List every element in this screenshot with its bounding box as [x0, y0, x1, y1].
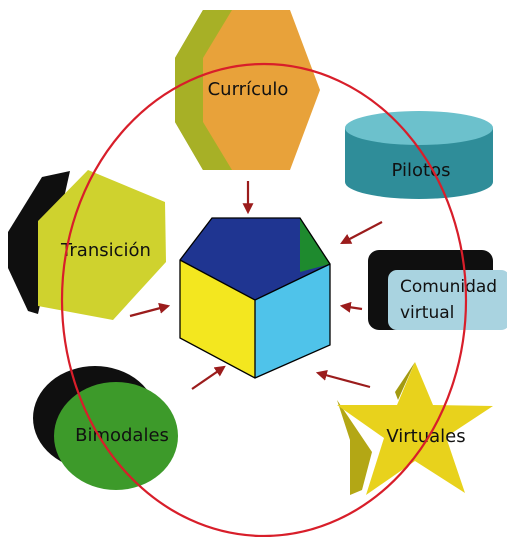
arrow-from-bimodales — [191, 365, 226, 390]
virtuales-star-depth-left — [337, 400, 372, 495]
pilotos-cylinder-body — [345, 128, 493, 199]
curriculo-node: Currículo — [175, 10, 320, 170]
bimodales-label: Bimodales — [75, 425, 169, 446]
transicion-node: Transición — [8, 170, 166, 320]
virtuales-star-depth-top — [395, 362, 415, 400]
center-face-green — [300, 218, 330, 272]
pilotos-label: Pilotos — [392, 160, 451, 181]
enclosing-ellipse — [60, 62, 468, 537]
comunidad-node: Comunidad virtual — [368, 250, 507, 330]
transicion-hexagon — [38, 170, 166, 320]
curriculo-label: Currículo — [208, 79, 289, 100]
virtuales-label: Virtuales — [386, 426, 465, 447]
arrow-from-pilotos — [340, 221, 383, 245]
bimodales-node: Bimodales — [33, 366, 178, 490]
transicion-label: Transición — [60, 240, 151, 261]
arrows — [129, 181, 383, 390]
center-face-yellow — [180, 260, 255, 378]
comunidad-box — [388, 270, 507, 330]
arrow-from-transicion — [129, 302, 171, 318]
center-outline — [179, 217, 331, 379]
comunidad-label-line2: virtual — [400, 303, 454, 323]
curriculo-hexagon — [203, 10, 320, 170]
arrow-from-virtuales — [315, 369, 371, 389]
center-face-cyan — [255, 264, 330, 378]
virtuales-node: Virtuales — [337, 362, 493, 495]
virtuales-star — [337, 362, 493, 495]
comunidad-label-line1: Comunidad — [400, 277, 497, 297]
pilotos-cylinder-top — [345, 111, 493, 145]
pilotos-node: Pilotos — [345, 111, 493, 199]
center-shape — [179, 217, 331, 379]
arrow-from-comunidad — [339, 301, 363, 313]
